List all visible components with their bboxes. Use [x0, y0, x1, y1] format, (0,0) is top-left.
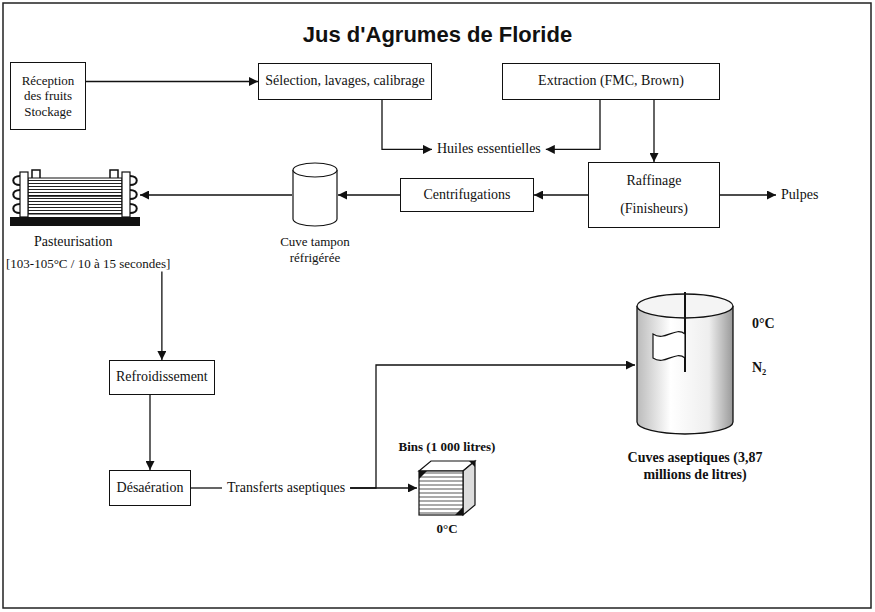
flow-arrow: [149, 395, 150, 470]
buffer-tank: Cuve tampon réfrigérée: [266, 162, 364, 265]
process-box: Désaération: [109, 470, 191, 506]
flow-label: Pulpes: [781, 187, 818, 204]
process-box: Centrifugations: [400, 178, 534, 212]
process-box: Sélection, lavages, calibrage: [258, 63, 432, 100]
flow-arrow: [350, 487, 417, 488]
heat-exchanger-figure: [10, 164, 140, 226]
flow-arrow: [382, 100, 432, 149]
flow-arrow: [350, 365, 635, 488]
box-label: Refroidissement: [116, 369, 208, 386]
flow-arrow: [86, 81, 258, 82]
shape-note: 0°C: [436, 521, 457, 537]
shape-note: [103-105°C / 10 à 15 secondes]: [6, 256, 170, 272]
bin-container: Bins (1 000 litres) 0°C: [392, 439, 502, 536]
flow-arrow: [191, 487, 222, 488]
flow-arrow: [140, 194, 292, 195]
diagram-title: Jus d'Agrumes de Floride: [0, 22, 875, 48]
flow-arrow: [161, 271, 162, 360]
flow-arrow: [534, 194, 588, 195]
box-label: Centrifugations: [423, 187, 510, 204]
shape-note: Cuves aseptiques (3,87 millions de litre…: [610, 450, 780, 484]
flow-arrow: [338, 194, 400, 195]
flow-label: Huiles essentielles: [437, 141, 541, 158]
shape-label: 0°C: [752, 316, 775, 333]
aseptic-tank: 0°CN₂Cuves aseptiques (3,87 millions de …: [620, 290, 820, 522]
shape-label: Cuve tampon réfrigérée: [270, 234, 360, 265]
plate-pasteurizer: Pasteurisation [103-105°C / 10 à 15 secon…: [6, 164, 170, 271]
text-node: Pulpes: [776, 186, 823, 205]
text-node: Transferts aseptiques: [222, 479, 350, 498]
flow-arrow: [546, 100, 600, 149]
bin-cube: [417, 459, 477, 517]
process-box: Refroidissement: [109, 360, 215, 395]
process-box: Raffinage (Finisheurs): [588, 162, 720, 228]
shape-label: Bins (1 000 litres): [399, 439, 496, 455]
box-label: Sélection, lavages, calibrage: [265, 73, 424, 90]
shape-note: N₂: [752, 360, 766, 377]
shape-label: Pasteurisation: [34, 234, 170, 251]
outer-border: [3, 3, 871, 608]
box-label: Réception des fruits Stockage: [17, 73, 79, 120]
box-label: Raffinage (Finisheurs): [595, 167, 713, 223]
tank-outline: [292, 162, 338, 228]
flow-label: Transferts aseptiques: [227, 480, 345, 497]
tank-figure: [635, 290, 735, 440]
process-box: Réception des fruits Stockage: [10, 62, 86, 130]
flow-arrow: [653, 100, 654, 162]
box-label: Extraction (FMC, Brown): [538, 73, 684, 90]
flow-arrow: [720, 194, 776, 195]
text-node: Huiles essentielles: [432, 140, 546, 159]
box-label: Désaération: [117, 480, 184, 497]
process-box: Extraction (FMC, Brown): [502, 63, 720, 100]
